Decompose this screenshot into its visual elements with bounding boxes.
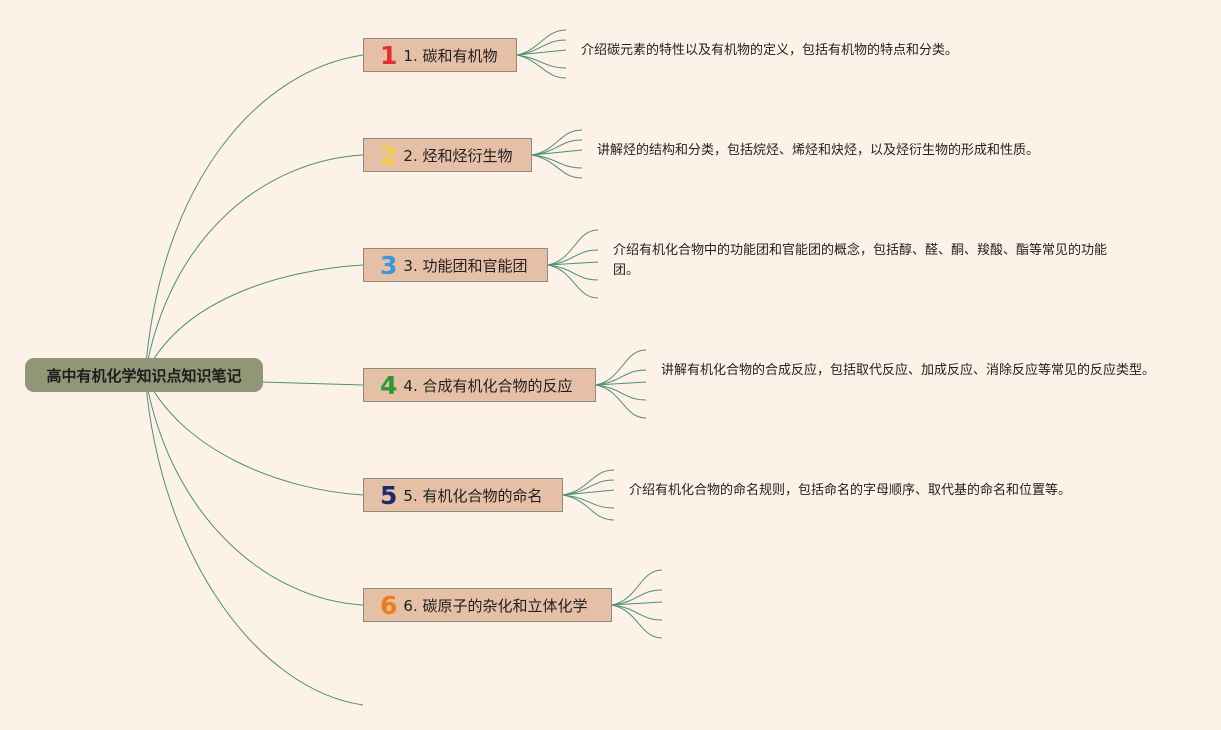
- topic-label: 3. 功能团和官能团: [403, 256, 528, 275]
- connector-root-topic-1: [144, 54, 364, 376]
- topic-node-6[interactable]: 6 6. 碳原子的杂化和立体化学: [363, 588, 612, 622]
- fan-3: [547, 264, 599, 281]
- topic-label: 4. 合成有机化合物的反应: [403, 376, 573, 395]
- fan-4: [595, 384, 647, 401]
- root-label: 高中有机化学知识点知识笔记: [46, 366, 242, 385]
- fan-4: [595, 349, 647, 386]
- topic-label: 6. 碳原子的杂化和立体化学: [403, 596, 588, 615]
- fan-5: [562, 469, 615, 496]
- topic-5-description: 介绍有机化合物的命名规则，包括命名的字母顺序、取代基的命名和位置等。: [629, 483, 1072, 498]
- fan-6: [611, 589, 663, 606]
- fan-6: [611, 604, 663, 621]
- fan-6: [611, 604, 663, 639]
- fan-2: [531, 154, 583, 179]
- number-1-icon: 1: [380, 40, 398, 70]
- fan-3: [547, 264, 599, 299]
- fan-5: [562, 489, 615, 496]
- topic-node-5[interactable]: 5 5. 有机化合物的命名: [363, 478, 563, 512]
- number-2-icon: 2: [380, 140, 398, 170]
- fan-4: [595, 369, 647, 386]
- topic-node-3[interactable]: 3 3. 功能团和官能团: [363, 248, 548, 282]
- root-node[interactable]: 高中有机化学知识点知识笔记: [25, 358, 263, 392]
- topic-node-1[interactable]: 1 1. 碳和有机物: [363, 38, 517, 72]
- topic-3-description: 介绍有机化合物中的功能团和官能团的概念，包括醇、醛、酮、羧酸、酯等常见的功能团。: [613, 243, 1108, 278]
- topic-label: 1. 碳和有机物: [403, 46, 498, 65]
- fan-4: [595, 381, 647, 386]
- connector-root-extra: [144, 374, 364, 706]
- fan-2: [531, 149, 583, 156]
- fan-4: [595, 384, 647, 419]
- number-3-icon: 3: [380, 250, 398, 280]
- topic-node-2[interactable]: 2 2. 烃和烃衍生物: [363, 138, 532, 172]
- fan-1: [516, 29, 567, 56]
- fan-3: [547, 229, 599, 266]
- fan-1: [516, 49, 567, 56]
- fan-3: [547, 249, 599, 266]
- number-6-icon: 6: [380, 590, 398, 620]
- fan-3: [547, 261, 599, 266]
- number-4-icon: 4: [380, 370, 398, 400]
- topic-4-description: 讲解有机化合物的合成反应，包括取代反应、加成反应、消除反应等常见的反应类型。: [661, 363, 1156, 378]
- connector-root-topic-3: [144, 264, 364, 376]
- topic-1-description: 介绍碳元素的特性以及有机物的定义，包括有机物的特点和分类。: [581, 43, 959, 58]
- fan-6: [611, 601, 663, 606]
- fan-1: [516, 54, 567, 79]
- connector-root-topic-5: [144, 374, 364, 496]
- connector-root-topic-4: [261, 381, 364, 386]
- topic-label: 5. 有机化合物的命名: [403, 486, 543, 505]
- topic-label: 2. 烃和烃衍生物: [403, 146, 513, 165]
- topic-2-description: 讲解烃的结构和分类，包括烷烃、烯烃和炔烃，以及烃衍生物的形成和性质。: [597, 143, 1040, 158]
- connector-root-topic-6: [144, 374, 364, 606]
- topic-node-4[interactable]: 4 4. 合成有机化合物的反应: [363, 368, 596, 402]
- number-5-icon: 5: [380, 480, 398, 510]
- fan-5: [562, 494, 615, 509]
- connector-root-topic-2: [144, 154, 364, 376]
- fan-5: [562, 494, 615, 521]
- fan-6: [611, 569, 663, 606]
- fan-2: [531, 129, 583, 156]
